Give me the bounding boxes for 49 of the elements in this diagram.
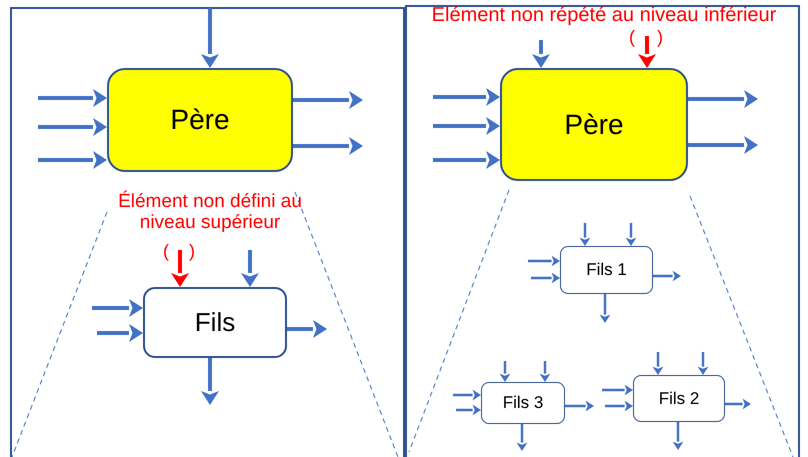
arrow: [456, 404, 481, 416]
arrow: [433, 151, 500, 169]
arrow: [38, 151, 107, 169]
arrow: [38, 89, 107, 107]
annotation-text: (: [628, 28, 636, 48]
arrow: [602, 384, 633, 396]
arrow: [580, 223, 590, 246]
arrow: [688, 136, 758, 154]
annotation-text: Élément non défini au niveau supérieur: [117, 192, 303, 234]
process-box: Fils: [143, 287, 287, 358]
arrow: [528, 256, 560, 266]
arrow: [201, 358, 219, 405]
arrow: [433, 88, 500, 106]
arrow: [698, 352, 708, 375]
arrow: [293, 137, 363, 155]
process-box: Fils 1: [560, 246, 653, 294]
process-box: Père: [107, 68, 293, 172]
arrow: [287, 320, 327, 338]
arrow: [540, 361, 550, 382]
annotation-text: ): [188, 242, 196, 262]
annotation-text: Elément non répété au niveau inférieur: [430, 4, 778, 26]
annotation-text: (: [162, 242, 170, 262]
arrow: [688, 90, 758, 108]
process-box: Père: [500, 68, 688, 181]
arrow: [531, 272, 560, 284]
process-box: Fils 2: [633, 375, 725, 422]
arrow: [241, 250, 259, 287]
arrow: [453, 390, 481, 400]
arrow: [293, 91, 363, 109]
arrow: [672, 422, 684, 450]
arrow: [92, 299, 143, 317]
arrow: [97, 324, 143, 342]
arrow: [171, 250, 189, 287]
arrow: [605, 400, 633, 412]
annotation-text: ): [656, 28, 664, 48]
arrow: [600, 294, 610, 323]
arrow: [38, 118, 107, 136]
arrow: [201, 8, 219, 68]
arrow: [638, 36, 656, 68]
arrow: [652, 352, 664, 375]
arrow: [653, 270, 681, 282]
arrow: [532, 40, 550, 68]
arrow: [725, 398, 751, 410]
arrow: [516, 424, 528, 451]
arrow: [626, 223, 636, 246]
arrow: [433, 117, 500, 135]
arrow: [500, 361, 510, 382]
arrow: [565, 400, 594, 412]
process-box: Fils 3: [481, 382, 565, 424]
